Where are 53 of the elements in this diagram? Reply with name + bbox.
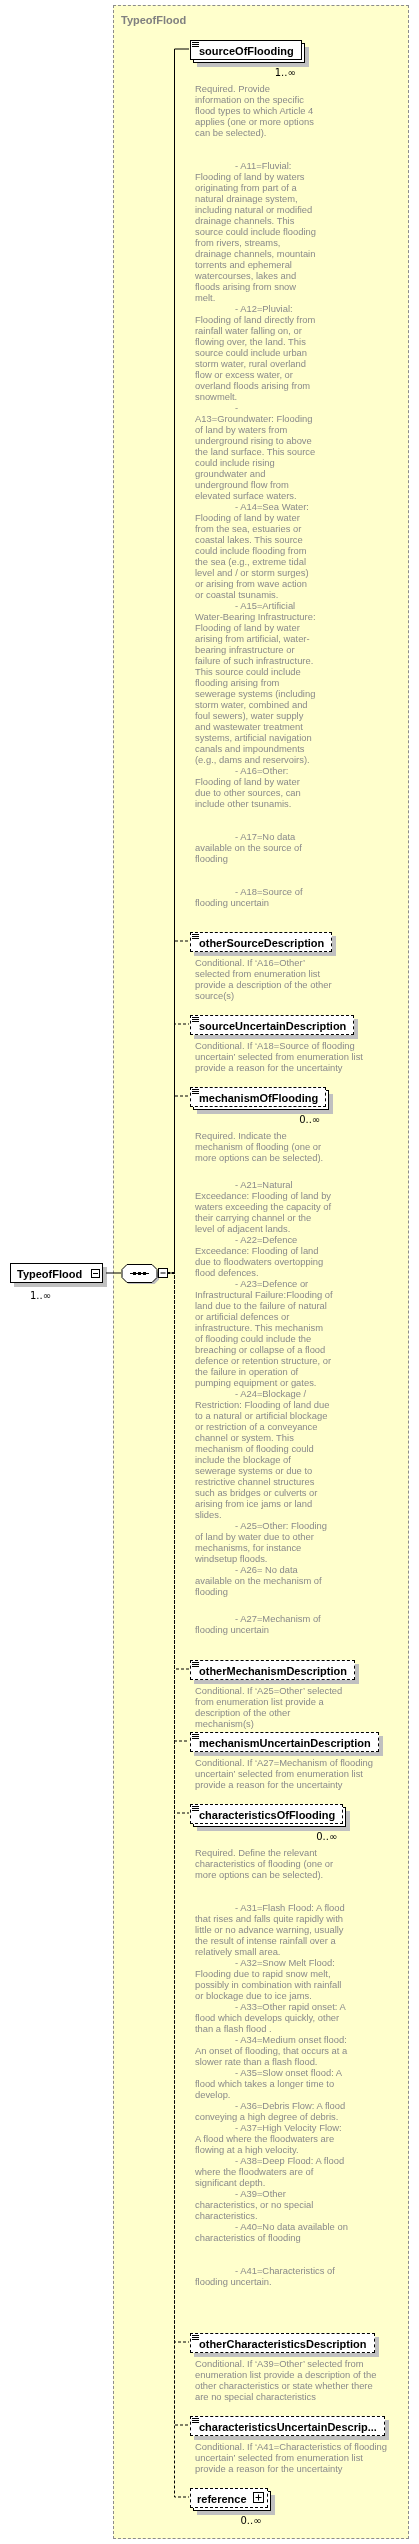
multiplicity-label: 1..∞ <box>274 67 296 78</box>
element-name: otherCharacteristicsDescription <box>199 2338 367 2350</box>
element-name: sourceUncertainDescription <box>199 1020 347 1032</box>
element-name: TypeofFlood <box>17 1268 83 1280</box>
description-text: - A11=Fluvial: Flooding of land by waters originating from part of a natural drainage system, including natural or modified drainage channels. This source could include flooding from rivers, streams, drainage channels, mountain torrents and ephemeral watercourses, lakes and floods arising from snow melt. <box>195 160 317 303</box>
description-text: - A36=Debris Flow: A flood conveying a high degree of debris. <box>195 2100 347 2122</box>
description-text: - A32=Snow Melt Flood: Flooding due to rapid snow melt, possibly in combination with rainfall or blockage due to ice jams. <box>195 1957 343 2001</box>
description-text: - A24=Blockage / Restriction: Flooding of land due to a natural or artificial blockage or restriction of a conveyance channel or system. This mechanism of flooding could include the blockage of sewerage systems or due to restrictive channel structures such as bridges or culverts or arising from ice jams or land slides. <box>195 1388 331 1520</box>
description-text: Conditional. If ‘A41=Characteristics of flooding uncertain’ selected from enumeration list provide a reason for the uncertainty <box>195 2441 389 2474</box>
description-text: - A27=Mechanism of flooding uncertain <box>195 1613 322 1635</box>
description-text: - A39=Other characteristics, or no special characteristics. <box>195 2188 315 2221</box>
description-text: - A37=High Velocity Flow: A flood where the floodwaters are flowing at a high velocity. <box>195 2122 343 2155</box>
multiplicity-label: 0..∞ <box>316 1831 338 1842</box>
element-name: reference <box>197 2493 247 2505</box>
description-text: - A38=Deep Flood: A flood where the floodwaters are of significant depth. <box>195 2155 346 2188</box>
element-name: otherSourceDescription <box>199 937 325 949</box>
description-text: Conditional. If ‘A39=Other’ selected from enumeration list provide a description of the other characteristics or state whether there are no special characteristics <box>195 2358 378 2402</box>
description-text: - A12=Pluvial: Flooding of land directly from rainfall water falling on, or flowing over, the land. This source could include urban storm water, rural overland flow or excess water, or overland floods arising from snowmelt. <box>195 303 317 402</box>
description-text: - A22=Defence Exceedance: Flooding of land due to floodwaters overtopping flood defences. <box>195 1234 325 1278</box>
element-name: characteristicsOfFlooding <box>199 1809 336 1821</box>
description-text: Conditional. If ‘A25=Other’ selected from enumeration list provide a description of the other mechanism(s) <box>195 1685 344 1729</box>
description-text: - A35=Slow onset flood: A flood which takes a longer time to develop. <box>195 2067 343 2100</box>
description-text: Required. Indicate the mechanism of flooding (one or more options can be selected). <box>195 1130 325 1163</box>
connector-line <box>105 1272 122 1274</box>
description-text: - A21=Natural Exceedance: Flooding of land by waters exceeding the capacity of their carrying channel or the level of adjacent lands. <box>195 1179 333 1234</box>
description-text: - A40=No data available on characteristics of flooding <box>195 2221 349 2243</box>
description-text: Conditional. If ‘A27=Mechanism of flooding uncertain’ selected from enumeration list provide a reason for the uncertainty <box>195 1757 374 1790</box>
element-name: characteristicsUncertainDescrip... <box>199 2421 377 2433</box>
group-title: TypeofFlood <box>121 14 187 26</box>
description-text: - A17=No data available on the source of flooding <box>195 831 303 864</box>
description-text: - A26= No data available on the mechanism of flooding <box>195 1564 323 1597</box>
description-text: - A16=Other: Flooding of land by water due to other sources, can include other tsunamis. <box>195 765 302 809</box>
description-text: - A41=Characteristics of flooding uncertain. <box>195 2265 336 2287</box>
description-text: Conditional. If ‘A16=Other’ selected from enumeration list provide a description of the other source(s) <box>195 957 333 1001</box>
description-text: - A33=Other rapid onset: A flood which develops quickly, other than a flash flood . <box>195 2001 347 2034</box>
description-text: - A14=Sea Water: Flooding of land by water from the sea, estuaries or coastal lakes. This source could include flooding from the sea (e.g., extreme tidal level and / or storm surges) or arising from wave action or coastal tsunamis. <box>195 501 310 600</box>
description-text: - A23=Defence or Infrastructural Failure:Flooding of land due to the failure of natural or artificial defences or infrastructure. This mechanism of flooding could include the breaching or collapse of a flood defence or retention structure, or the failure in operation of pumping equipment or gates. <box>195 1278 333 1388</box>
description-text: Conditional. If ‘A18=Source of flooding uncertain’ selected from enumeration list provide a reason for the uncertainty <box>195 1040 363 1073</box>
multiplicity-label: 1..∞ <box>30 1290 52 1301</box>
description-text: - A18=Source of flooding uncertain <box>195 886 304 908</box>
description-text: - A15=Artificial Water-Bearing Infrastructure: Flooding of land by water arising from artificial, water-bearing infrastructure or failure of such infrastructure. This source could include flooding arising from sewerage systems (including storm water, combined and foul sewers), water supply and wastewater treatment systems, artificial navigation canals and impoundments (e.g., dams and reservoirs). <box>195 600 317 765</box>
description-text: - A31=Flash Flood: A flood that rises and falls quite rapidly with little or no advance warning, usually the result of intense rainfall over a relatively small area. <box>195 1902 346 1957</box>
multiplicity-label: 0..∞ <box>240 2515 262 2526</box>
description-text: - A13=Groundwater: Flooding of land by waters from underground rising to above the land surface. This source could include rising groundwater and underground flow from elevated surface waters. <box>195 402 317 501</box>
description-text: Required. Provide information on the specific flood types to which Article 4 applies (one or more options can be selected). <box>195 83 315 138</box>
description-text: - A34=Medium onset flood: An onset of flooding, that occurs at a slower rate than a flash flood. <box>195 2034 349 2067</box>
element-name: sourceOfFlooding <box>199 45 294 57</box>
element-name: mechanismUncertainDescription <box>199 1737 371 1749</box>
description-text: - A25=Other: Flooding of land by water due to other mechanisms, for instance windsetup floods. <box>195 1520 328 1564</box>
multiplicity-label: 0..∞ <box>299 1114 321 1125</box>
element-name: otherMechanismDescription <box>199 1665 347 1677</box>
element-name: mechanismOfFlooding <box>199 1092 319 1104</box>
description-text: Required. Define the relevant characteristics of flooding (one or more options can be selected). <box>195 1847 335 1880</box>
